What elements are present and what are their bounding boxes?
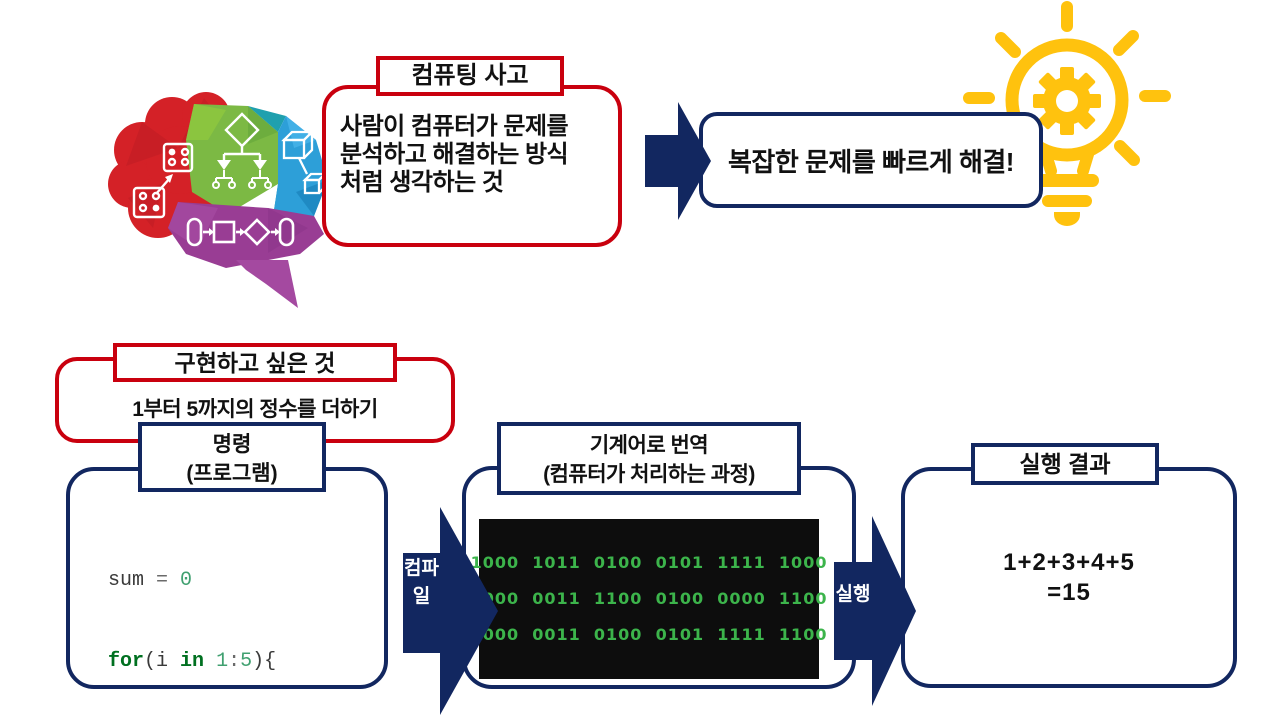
code-line: sum = 0	[108, 569, 193, 592]
cubes-icon	[281, 130, 328, 195]
goal-title: 구현하고 싶은 것	[113, 343, 397, 382]
code-line: for(i in 1:5){	[108, 650, 277, 673]
concept-text-line: 분석하고 해결하는 방식	[340, 141, 569, 168]
concept-text-line: 사람이 컴퓨터가 문제를	[340, 113, 569, 140]
computing-thinking-box: 사람이 컴퓨터가 문제를 분석하고 해결하는 방식 처럼 생각하는 것	[322, 85, 622, 247]
computing-thinking-title: 컴퓨팅 사고	[376, 56, 564, 96]
binary-row: 1000 1011 0100 0101 1111 1000	[470, 553, 828, 572]
run-arrow	[834, 516, 916, 706]
decision-tree-icon	[222, 112, 262, 160]
benefit-text: 복잡한 문제를 빠르게 해결!	[728, 146, 1014, 177]
right-arrow	[645, 102, 711, 220]
brain-illustration	[108, 92, 328, 308]
machine-code-terminal: 1000 1011 0100 0101 1111 1000 1000 0011 …	[471, 519, 826, 679]
program-code-box: sum = 0 for(i in 1:5){ sum = sum + i } p…	[66, 467, 388, 689]
pattern-squares-icon	[132, 142, 194, 219]
program-title-line: (프로그램)	[186, 462, 278, 485]
run-arrow-label: 실행	[835, 584, 871, 605]
program-title: 명령 (프로그램)	[138, 422, 326, 492]
machine-language-title: 기계어로 번역 (컴퓨터가 처리하는 과정)	[497, 422, 801, 495]
goal-text: 1부터 5까지의 정수를 더하기	[132, 398, 378, 421]
source-code: sum = 0 for(i in 1:5){ sum = sum + i } p…	[108, 513, 384, 720]
lightbulb-gear-icon	[963, 1, 1171, 226]
gear-icon	[1033, 67, 1101, 135]
compile-arrow-label: 컴파일	[404, 558, 439, 607]
benefit-box: 복잡한 문제를 빠르게 해결!	[699, 112, 1043, 208]
result-expression: 1+2+3+4+5	[1003, 548, 1135, 576]
compile-arrow	[403, 507, 498, 715]
machine-title-line: (컴퓨터가 처리하는 과정)	[543, 463, 755, 486]
result-title: 실행 결과	[971, 443, 1159, 485]
program-title-line: 명령	[212, 433, 252, 456]
concept-text-line: 처럼 생각하는 것	[340, 169, 504, 196]
machine-title-line: 기계어로 번역	[589, 434, 709, 457]
result-value: =15	[1047, 578, 1091, 606]
binary-row: 0000 0011 0100 0101 1111 1100	[470, 625, 828, 644]
binary-row: 1000 0011 1100 0100 0000 1100	[470, 589, 828, 608]
result-box: 1+2+3+4+5 =15	[901, 467, 1237, 688]
